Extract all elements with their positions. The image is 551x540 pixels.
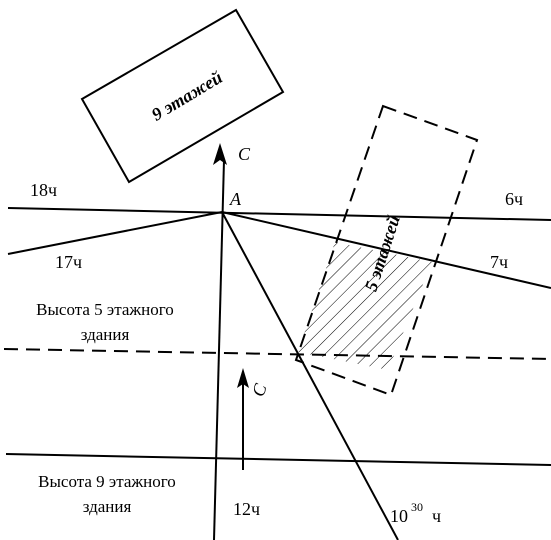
time-label-1030h: 10 30 ч bbox=[390, 500, 441, 526]
north-arrow-head bbox=[237, 368, 249, 388]
time-label-18h: 18ч bbox=[30, 180, 57, 200]
height-5-caption-line2: здания bbox=[81, 325, 130, 344]
time-label-7h: 7ч bbox=[490, 252, 508, 272]
building-9-label: 9 этажей bbox=[148, 67, 226, 125]
sun-line-18-6 bbox=[7, 207, 551, 221]
north-arrow-label: С bbox=[248, 380, 271, 399]
height-line-5-floors bbox=[3, 348, 551, 360]
time-label-1030-main: 10 bbox=[390, 506, 408, 526]
north-arrow: С bbox=[237, 368, 271, 470]
time-label-12h: 12ч bbox=[233, 499, 260, 519]
north-axis-line bbox=[213, 159, 225, 540]
building-5-outline bbox=[294, 104, 479, 397]
sun-ray-7h bbox=[221, 211, 551, 289]
sun-ray-1030h bbox=[221, 211, 399, 540]
building-9-outline bbox=[80, 8, 285, 184]
height-line-9-floors bbox=[5, 453, 551, 466]
north-axis-arrowhead bbox=[213, 143, 227, 165]
height-9-caption-line1: Высота 9 этажного bbox=[38, 472, 176, 491]
building-9-floors: 9 этажей bbox=[80, 8, 285, 184]
time-label-1030-unit: ч bbox=[432, 506, 441, 526]
time-label-1030-sup: 30 bbox=[411, 500, 423, 514]
sun-ray-17h bbox=[7, 211, 223, 255]
time-label-6h: 6ч bbox=[505, 189, 523, 209]
north-axis: С bbox=[213, 143, 251, 540]
north-axis-label: С bbox=[238, 144, 251, 164]
time-label-17h: 17ч bbox=[55, 252, 82, 272]
point-a-label: A bbox=[229, 189, 242, 209]
height-5-caption-line1: Высота 5 этажного bbox=[36, 300, 174, 319]
height-9-caption-line2: здания bbox=[83, 497, 132, 516]
